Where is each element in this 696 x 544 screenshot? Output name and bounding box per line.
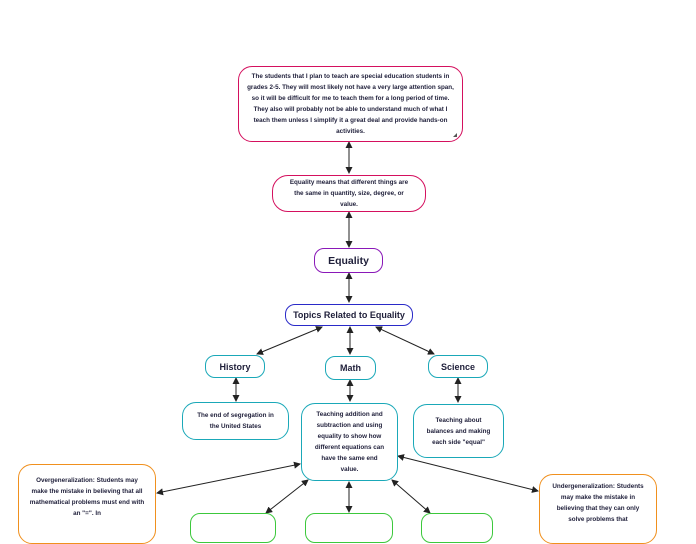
- definition-node[interactable]: Equality means that different things are…: [272, 175, 426, 212]
- intro-note-node[interactable]: The students that I plan to teach are sp…: [238, 66, 463, 142]
- science-node[interactable]: Science: [428, 355, 488, 378]
- definition-text: Equality means that different things are…: [289, 179, 409, 208]
- undergeneralization-node[interactable]: Undergeneralization: Students may make t…: [539, 474, 657, 544]
- connector-math-child-left: [265, 479, 309, 514]
- overgeneralization-text: Overgeneralization: Students may make th…: [29, 477, 145, 517]
- history-detail-text: The end of segregation in the United Sta…: [197, 412, 274, 430]
- overgeneralization-node[interactable]: Overgeneralization: Students may make th…: [18, 464, 156, 544]
- connector-math-undergeneralization: [397, 454, 539, 493]
- undergeneralization-text: Undergeneralization: Students may make t…: [552, 483, 644, 523]
- math-node[interactable]: Math: [325, 356, 376, 380]
- connector-math-child-right: [391, 479, 431, 514]
- topics-node[interactable]: Topics Related to Equality: [285, 304, 413, 326]
- history-detail-node[interactable]: The end of segregation in the United Sta…: [182, 402, 289, 440]
- science-detail-text: Teaching about balances and making each …: [426, 416, 491, 446]
- math-child-node-right[interactable]: [421, 513, 493, 543]
- central-topic-node[interactable]: Equality: [314, 248, 383, 273]
- history-text: History: [219, 361, 251, 372]
- math-text: Math: [340, 363, 361, 373]
- connector-topics-science: [375, 326, 435, 355]
- math-child-node-center[interactable]: [305, 513, 393, 543]
- math-detail-node[interactable]: Teaching addition and subtraction and us…: [301, 403, 398, 481]
- science-detail-node[interactable]: Teaching about balances and making each …: [413, 404, 504, 458]
- math-detail-text: Teaching addition and subtraction and us…: [314, 411, 385, 473]
- math-child-node-left[interactable]: [190, 513, 276, 543]
- connector-math-overgeneralization: [156, 461, 301, 496]
- intro-note-text: The students that I plan to teach are sp…: [247, 73, 454, 135]
- history-node[interactable]: History: [205, 355, 265, 378]
- science-text: Science: [440, 361, 476, 372]
- topics-text: Topics Related to Equality: [293, 310, 405, 320]
- central-topic-text: Equality: [328, 254, 369, 267]
- connector-topics-history: [256, 326, 323, 355]
- resize-handle-icon[interactable]: [453, 133, 457, 137]
